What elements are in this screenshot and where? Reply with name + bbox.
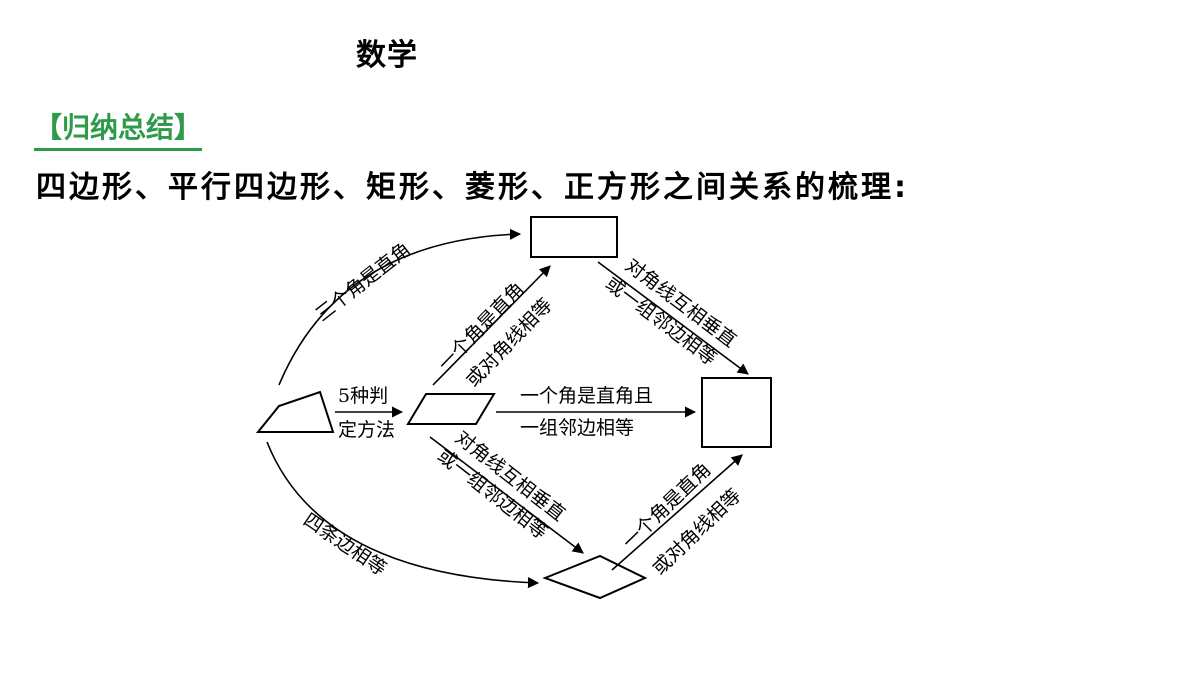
arrow-quadrilateral-to-rhombus [266, 441, 540, 589]
arrow-parallelogram-to-rhombus [429, 436, 584, 554]
label-parallelogram-to-square-line1: 一个角是直角且 [520, 385, 653, 407]
intro-text: 四边形、平行四边形、矩形、菱形、正方形之间关系的梳理: [36, 170, 909, 205]
arrow-parallelogram-to-rectangle [432, 265, 551, 386]
arrow-rhombus-to-square [611, 454, 743, 571]
label-three-right-angles: 三个角是直角 [312, 238, 415, 326]
rectangle-shape [530, 216, 618, 258]
rhombus-shape [542, 554, 648, 600]
subject-title: 数学 [356, 38, 418, 73]
quadrilateral-shape [255, 390, 335, 433]
parallelogram-shape [406, 393, 496, 425]
section-heading: 【归纳总结】 [34, 106, 203, 151]
label-five-methods-line2: 定方法 [338, 419, 395, 441]
arrow-rectangle-to-square [597, 261, 749, 375]
label-four-equal-sides: 四条边相等 [299, 509, 390, 580]
arrow-quadrilateral-to-rectangle [278, 228, 522, 386]
label-five-methods-line1: 5种判 [338, 385, 388, 407]
square-shape [701, 377, 772, 448]
label-parallelogram-to-square-line2: 一组邻边相等 [520, 417, 634, 439]
